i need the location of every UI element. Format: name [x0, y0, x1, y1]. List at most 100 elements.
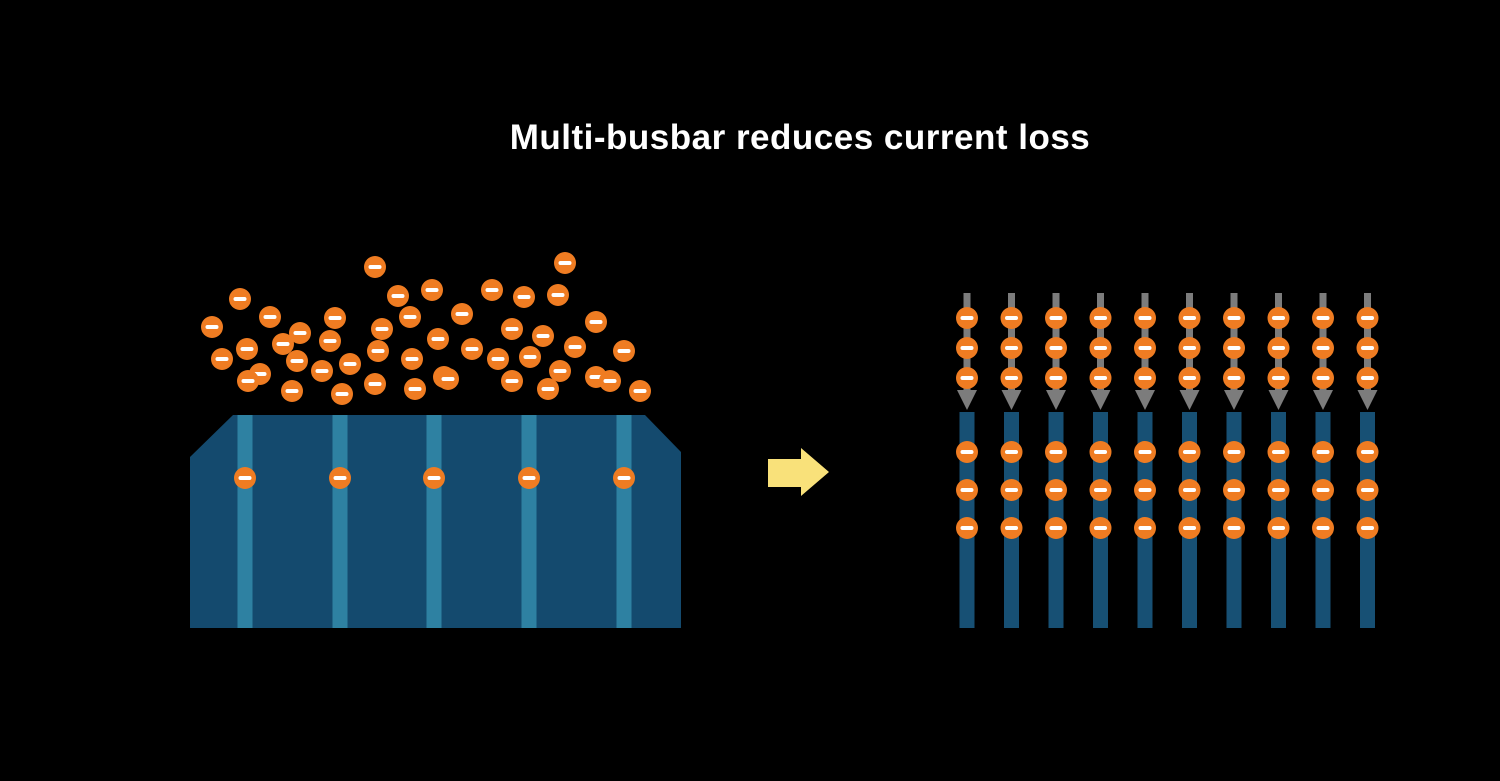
- electron-minus-icon: [553, 369, 567, 373]
- electron-minus-icon: [1049, 376, 1063, 380]
- electron-minus-icon: [1272, 526, 1285, 530]
- electron-minus-icon: [215, 357, 229, 361]
- electron-minus-icon: [1361, 488, 1374, 492]
- incoming-electron: [1312, 367, 1334, 389]
- busbar-column: [1134, 293, 1156, 628]
- electron-minus-icon: [465, 347, 479, 351]
- electron-minus-icon: [241, 379, 255, 383]
- electron-minus-icon: [536, 334, 550, 338]
- free-electron: [364, 373, 386, 395]
- flow-arrow-head-icon: [1001, 390, 1022, 410]
- electron-minus-icon: [1227, 450, 1241, 454]
- free-electron: [401, 348, 423, 370]
- electron-minus-icon: [1227, 316, 1241, 320]
- collected-electron: [1178, 517, 1201, 539]
- electron-minus-icon: [1138, 316, 1152, 320]
- multi-busbar-group: [956, 293, 1379, 628]
- free-electron: [629, 380, 651, 402]
- electron-minus-icon: [633, 389, 647, 393]
- free-electron: [501, 318, 523, 340]
- free-electron: [537, 378, 559, 400]
- incoming-electron: [1356, 337, 1379, 359]
- collected-electron: [1134, 441, 1156, 463]
- free-electron: [364, 256, 386, 278]
- electron-minus-icon: [603, 379, 617, 383]
- electron-minus-icon: [276, 342, 290, 346]
- free-electron: [487, 348, 509, 370]
- electron-minus-icon: [1316, 376, 1330, 380]
- incoming-electron: [1223, 367, 1245, 389]
- electron-minus-icon: [960, 450, 974, 454]
- incoming-electron: [956, 307, 978, 329]
- busbar-electron: [613, 467, 635, 489]
- electron-minus-icon: [1005, 316, 1018, 320]
- electron-minus-icon: [290, 359, 304, 363]
- electron-minus-icon: [1227, 346, 1241, 350]
- electron-minus-icon: [1227, 526, 1241, 530]
- free-electron: [599, 370, 621, 392]
- electron-minus-icon: [1049, 450, 1063, 454]
- collected-electron: [1267, 517, 1290, 539]
- collected-electron: [1089, 517, 1112, 539]
- electron-minus-icon: [1316, 488, 1330, 492]
- busbar-column: [1045, 293, 1067, 628]
- electron-minus-icon: [1361, 346, 1374, 350]
- electron-minus-icon: [1049, 488, 1063, 492]
- transition-arrow-icon: [768, 448, 829, 496]
- collected-electron: [1223, 441, 1245, 463]
- electron-minus-icon: [1005, 346, 1018, 350]
- busbar-column: [956, 293, 978, 628]
- electron-minus-icon: [1361, 450, 1374, 454]
- electron-minus-icon: [522, 476, 536, 480]
- collected-electron: [1223, 479, 1245, 501]
- electron-minus-icon: [1049, 526, 1063, 530]
- electron-minus-icon: [1005, 376, 1018, 380]
- free-electron: [331, 383, 353, 405]
- electron-minus-icon: [589, 320, 603, 324]
- collected-electron: [1312, 441, 1334, 463]
- incoming-electron: [956, 337, 978, 359]
- electron-minus-icon: [589, 375, 603, 379]
- electron-minus-icon: [1138, 346, 1152, 350]
- electron-minus-icon: [1094, 450, 1107, 454]
- busbar: [426, 415, 442, 628]
- electron-minus-icon: [1005, 488, 1018, 492]
- electron-minus-icon: [1361, 376, 1374, 380]
- electron-minus-icon: [558, 261, 572, 265]
- collected-electron: [1134, 517, 1156, 539]
- electron-minus-icon: [1183, 488, 1196, 492]
- collected-electron: [956, 441, 978, 463]
- free-electron: [286, 350, 308, 372]
- electron-minus-icon: [505, 327, 519, 331]
- electron-minus-icon: [403, 315, 417, 319]
- flow-arrow-head-icon: [1090, 390, 1111, 410]
- incoming-electron: [1089, 307, 1112, 329]
- free-electron: [585, 311, 607, 333]
- electron-minus-icon: [240, 347, 254, 351]
- electron-minus-icon: [368, 382, 382, 386]
- flow-arrow-head-icon: [1357, 390, 1378, 410]
- electron-minus-icon: [491, 357, 505, 361]
- busbar-column: [1089, 293, 1112, 628]
- electron-minus-icon: [1183, 526, 1196, 530]
- electron-minus-icon: [1361, 316, 1374, 320]
- busbar-column: [1000, 293, 1023, 628]
- electron-minus-icon: [233, 297, 247, 301]
- free-electron: [519, 346, 541, 368]
- free-electron: [259, 306, 281, 328]
- free-electron: [613, 340, 635, 362]
- free-electron: [272, 333, 294, 355]
- electron-minus-icon: [568, 345, 582, 349]
- electron-minus-icon: [1316, 450, 1330, 454]
- electron-minus-icon: [1138, 376, 1152, 380]
- collected-electron: [1000, 479, 1023, 501]
- electron-minus-icon: [1272, 488, 1285, 492]
- incoming-electron: [1267, 367, 1290, 389]
- busbar-electron: [329, 467, 351, 489]
- incoming-electron: [1134, 337, 1156, 359]
- electron-minus-icon: [1316, 526, 1330, 530]
- electron-minus-icon: [408, 387, 422, 391]
- electron-minus-icon: [1138, 526, 1152, 530]
